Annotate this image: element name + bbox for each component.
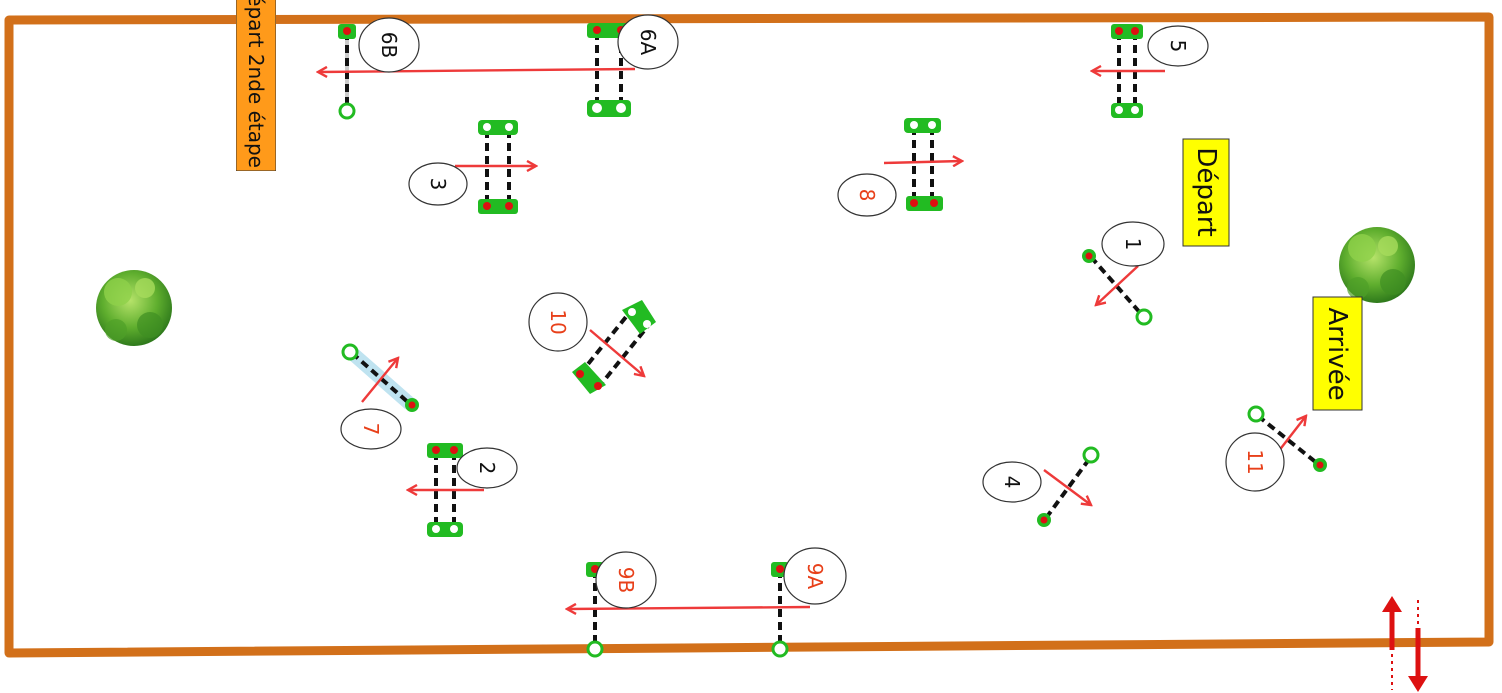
label-9a-text: 9A: [803, 563, 827, 590]
label-5: 5: [1147, 25, 1209, 67]
label-8-text: 8: [855, 189, 879, 202]
sign-second-stage: Départ 2nde étape: [236, 0, 276, 171]
arrow-7: [361, 358, 398, 403]
label-4-text: 4: [1000, 476, 1024, 489]
arrow-11: [1277, 416, 1306, 453]
label-8: 8: [837, 173, 897, 217]
label-1-text: 1: [1121, 238, 1145, 251]
tree-icon: [1339, 227, 1415, 303]
obstacle-2: [427, 443, 463, 537]
label-3-text: 3: [426, 178, 450, 191]
label-9b-text: 9B: [614, 567, 638, 593]
label-3: 3: [408, 162, 468, 206]
sign-second-stage-text: Départ 2nde étape: [244, 0, 268, 168]
arrow-6: [318, 69, 636, 72]
label-1: 1: [1101, 221, 1165, 267]
sign-arrivee: Arrivée: [1312, 296, 1363, 411]
obstacle-4: [1037, 446, 1100, 527]
label-6a: 6A: [617, 14, 679, 70]
label-10: 10: [528, 292, 588, 352]
label-5-text: 5: [1166, 40, 1190, 53]
sign-depart: Départ: [1182, 138, 1230, 247]
label-7: 7: [340, 408, 402, 450]
label-6a-text: 6A: [636, 29, 660, 56]
label-4: 4: [982, 461, 1042, 503]
label-2-text: 2: [475, 462, 499, 475]
label-6b-text: 6B: [377, 32, 401, 58]
label-9a: 9A: [783, 547, 847, 605]
label-2: 2: [456, 447, 518, 489]
label-11: 11: [1225, 432, 1285, 492]
arrow-8: [883, 161, 962, 163]
label-11-text: 11: [1243, 449, 1267, 474]
label-9b: 9B: [595, 551, 657, 609]
obstacle-8: [904, 118, 943, 211]
obstacle-10: [572, 300, 656, 394]
label-6b: 6B: [358, 17, 420, 73]
arrow-1: [1096, 265, 1139, 305]
obstacle-11: [1247, 405, 1327, 472]
obstacle-6b: [338, 24, 356, 120]
obstacle-5: [1111, 24, 1143, 118]
arrow-10: [589, 329, 644, 376]
obstacle-3: [478, 120, 518, 214]
sign-arrivee-text: Arrivée: [1322, 307, 1352, 400]
label-10-text: 10: [546, 309, 570, 334]
arrow-9: [567, 607, 811, 609]
sign-depart-text: Départ: [1191, 147, 1221, 236]
tree-icon: [96, 270, 172, 346]
label-7-text: 7: [359, 423, 383, 436]
arena-border: [4, 12, 1494, 658]
arrow-4: [1043, 469, 1091, 505]
entrance-arrows-icon: [1382, 596, 1428, 692]
